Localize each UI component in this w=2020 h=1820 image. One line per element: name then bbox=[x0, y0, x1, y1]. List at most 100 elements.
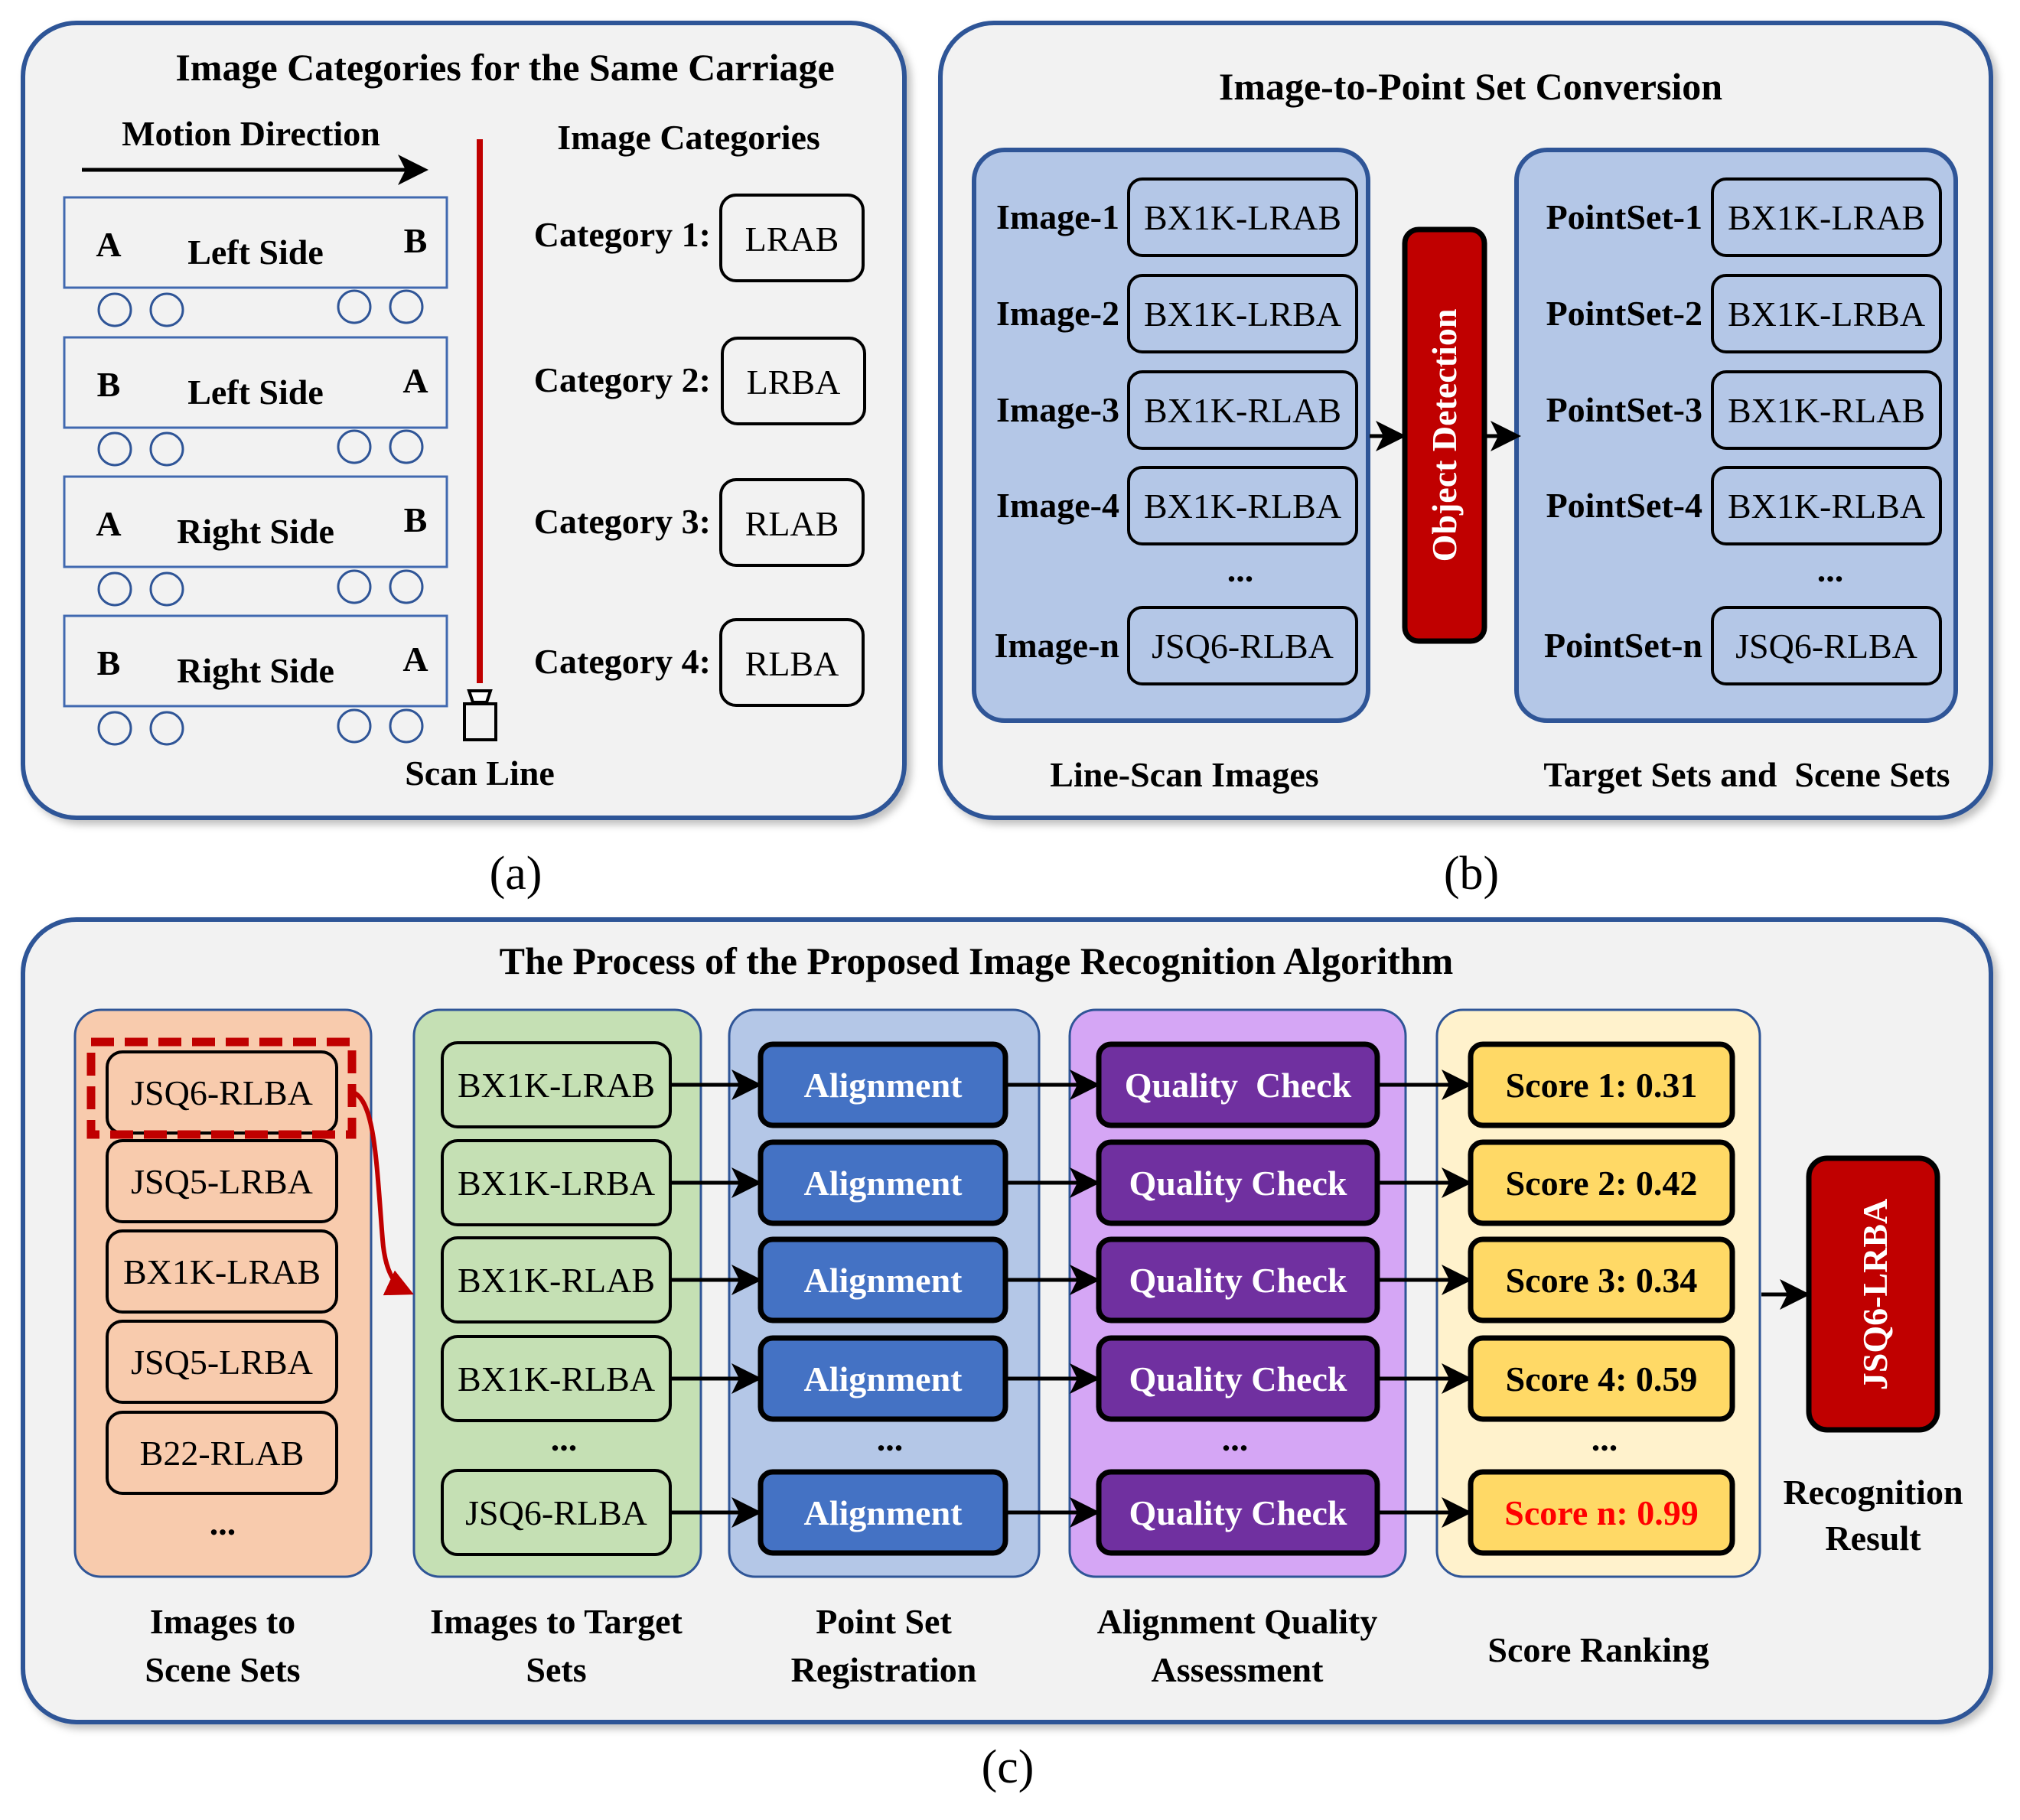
motion-direction-label: Motion Direction bbox=[122, 114, 380, 153]
scene-set-label: B22-RLAB bbox=[140, 1434, 305, 1473]
panel-a-frame bbox=[21, 21, 907, 820]
target-sets-caption-2: Sets bbox=[526, 1650, 586, 1689]
category-code: LRBA bbox=[747, 363, 841, 402]
target-set-label: JSQ6-RLBA bbox=[465, 1493, 647, 1532]
carriage-end-left: B bbox=[97, 365, 121, 404]
carriage-end-right: A bbox=[402, 361, 428, 400]
pointset-name: PointSet-2 bbox=[1546, 294, 1702, 333]
wheel-icon bbox=[97, 711, 132, 746]
pointset-name: PointSet-3 bbox=[1546, 390, 1702, 429]
carriage-end-right: B bbox=[404, 500, 428, 539]
image-code-box bbox=[1127, 177, 1358, 257]
quality-check-label: Quality Check bbox=[1129, 1493, 1347, 1532]
scene-sets-caption-1: Images to bbox=[150, 1602, 295, 1641]
carriage-end-right: B bbox=[404, 221, 428, 260]
score-label: Score 4: 0.59 bbox=[1506, 1359, 1698, 1398]
registration-caption-1: Point Set bbox=[816, 1602, 952, 1641]
image-code: BX1K-RLBA bbox=[1144, 487, 1341, 526]
line-scan-images-caption: Line-Scan Images bbox=[1050, 755, 1318, 794]
wheel-icon bbox=[389, 569, 424, 604]
category-code-box bbox=[719, 478, 865, 567]
image-code-box bbox=[1127, 370, 1358, 450]
scene-set-box bbox=[106, 1411, 338, 1495]
registration-caption-2: Registration bbox=[791, 1650, 977, 1689]
quality-assessment-caption-2: Assessment bbox=[1152, 1650, 1324, 1689]
category-label: Category 3: bbox=[534, 502, 711, 541]
carriage-side: Right Side bbox=[177, 651, 334, 690]
scene-set-label: BX1K-LRAB bbox=[123, 1252, 321, 1291]
wheel-icon bbox=[337, 429, 372, 464]
alignment-label: Alignment bbox=[804, 1066, 963, 1105]
quality-assessment-caption-1: Alignment Quality bbox=[1097, 1602, 1378, 1641]
pointset-code: JSQ6-RLBA bbox=[1735, 627, 1917, 666]
carriage-body bbox=[63, 475, 448, 568]
carriage-end-left: A bbox=[96, 225, 121, 264]
wheel-icon bbox=[337, 289, 372, 324]
category-label: Category 2: bbox=[534, 360, 711, 399]
category-label: Category 4: bbox=[534, 642, 711, 681]
scene-set-item: JSQ6-RLBA bbox=[106, 1050, 338, 1135]
ellipsis: ... bbox=[1592, 1419, 1618, 1458]
category-row: Category 4: RLBA bbox=[534, 618, 865, 707]
alignment-label: Alignment bbox=[804, 1359, 963, 1398]
scene-set-list: JSQ6-RLBAJSQ5-LRBABX1K-LRABJSQ5-LRBAB22-… bbox=[106, 1050, 338, 1495]
selection-arrow-icon bbox=[352, 1090, 414, 1296]
image-code: JSQ6-RLBA bbox=[1152, 627, 1334, 666]
carriage-end-right: A bbox=[402, 640, 428, 679]
panel-b-title: Image-to-Point Set Conversion bbox=[1219, 65, 1722, 108]
quality-check-label: Quality Check bbox=[1129, 1261, 1347, 1300]
category-code-box bbox=[719, 194, 865, 282]
category-code: RLAB bbox=[745, 504, 839, 543]
image-name: Image-2 bbox=[996, 294, 1119, 333]
selected-scene-highlight bbox=[86, 1037, 357, 1139]
target-scene-sets-caption: Target Sets and Scene Sets bbox=[1543, 755, 1950, 794]
pointset-code: BX1K-LRAB bbox=[1728, 198, 1925, 237]
pointset-code-box bbox=[1711, 274, 1942, 353]
scan-line-label: Scan Line bbox=[405, 754, 555, 793]
pointset-code-box bbox=[1711, 370, 1942, 450]
pointset-code: BX1K-RLBA bbox=[1728, 487, 1925, 526]
panel-a-label: (a) bbox=[490, 848, 542, 900]
wheel-icon bbox=[149, 711, 184, 746]
ellipsis: ... bbox=[1817, 550, 1844, 589]
wheel-icon bbox=[389, 708, 424, 744]
image-code-box bbox=[1127, 606, 1358, 685]
carriage-3: A Right Side B bbox=[63, 475, 448, 607]
score-ranking-caption: Score Ranking bbox=[1487, 1630, 1709, 1669]
object-detection-label: Object Detection bbox=[1425, 309, 1464, 562]
wheel-icon bbox=[149, 292, 184, 327]
wheel-icon bbox=[149, 571, 184, 607]
score-label: Score 1: 0.31 bbox=[1506, 1066, 1698, 1105]
image-code-box bbox=[1127, 466, 1358, 545]
score-box bbox=[1468, 1335, 1735, 1422]
target-set-label: BX1K-LRBA bbox=[458, 1164, 655, 1203]
recognition-result-caption-2: Result bbox=[1825, 1519, 1921, 1558]
score-label: Score 3: 0.34 bbox=[1506, 1261, 1698, 1300]
pointset-code-box bbox=[1711, 177, 1942, 257]
image-code-box bbox=[1127, 274, 1358, 353]
quality-check-label: Quality Check bbox=[1129, 1359, 1347, 1398]
image-code: BX1K-LRBA bbox=[1144, 295, 1341, 334]
target-set-label: BX1K-RLAB bbox=[458, 1261, 655, 1300]
alignment-label: Alignment bbox=[804, 1164, 963, 1203]
wheel-icon bbox=[97, 571, 132, 607]
score-box bbox=[1468, 1236, 1735, 1323]
carriage-side: Left Side bbox=[187, 233, 324, 272]
recognition-result-box bbox=[1806, 1155, 1940, 1433]
recognition-result-value: JSQ6-LRBA bbox=[1855, 1199, 1895, 1390]
quality-check-label: Quality Check bbox=[1129, 1164, 1347, 1203]
scene-set-item: JSQ5-LRBA bbox=[106, 1320, 338, 1404]
panel-a-title: Image Categories for the Same Carriage bbox=[175, 46, 834, 89]
